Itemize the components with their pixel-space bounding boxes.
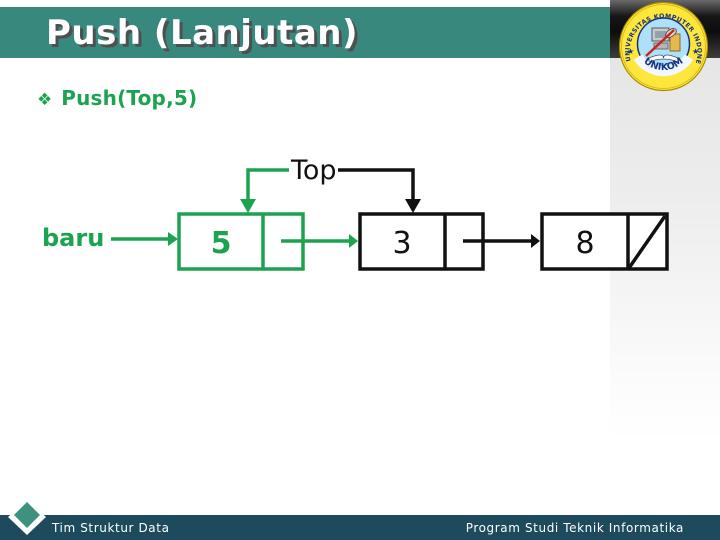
computer-illustration-icon xyxy=(645,27,681,63)
top-pointer-label: Top xyxy=(290,155,337,186)
footer-bar: Tim Struktur Data Program Studi Teknik I… xyxy=(0,515,720,540)
top-to-oldnode-arrow xyxy=(338,168,421,213)
node-3-value: 3 xyxy=(392,226,411,261)
diamond-bullet-icon: ❖ xyxy=(37,90,53,110)
corner-diamond-icon xyxy=(8,500,46,535)
bullet-text: Push(Top,5) xyxy=(61,86,198,110)
newnode-next-arrow xyxy=(281,234,358,248)
top-to-newnode-arrow xyxy=(240,168,289,213)
baru-arrow xyxy=(111,232,178,246)
bullet-row: ❖ Push(Top,5) xyxy=(37,86,197,111)
node-5-value: 5 xyxy=(211,226,232,261)
baru-pointer-label: baru xyxy=(42,224,104,252)
oldnode-next-arrow xyxy=(463,234,540,248)
page-title: Push (Lanjutan) xyxy=(46,12,359,53)
footer-right-text: Program Studi Teknik Informatika xyxy=(465,520,684,535)
node-3: 3 xyxy=(358,212,485,271)
footer-left-text: Tim Struktur Data xyxy=(52,520,170,535)
logo-banner xyxy=(633,54,694,77)
logo-star-right-icon: ★ xyxy=(692,47,699,56)
title-bar: Push (Lanjutan) xyxy=(0,7,610,58)
logo-inner-ring xyxy=(621,4,706,89)
unikom-logo: UNIVERSITAS KOMPUTER INDONESIA UNIKOM ★ … xyxy=(615,0,709,92)
logo-badge-text: UNIKOM xyxy=(642,56,686,73)
node-8-value: 8 xyxy=(575,226,594,261)
logo-star-left-icon: ★ xyxy=(627,47,634,56)
node-5: 5 xyxy=(177,212,305,271)
